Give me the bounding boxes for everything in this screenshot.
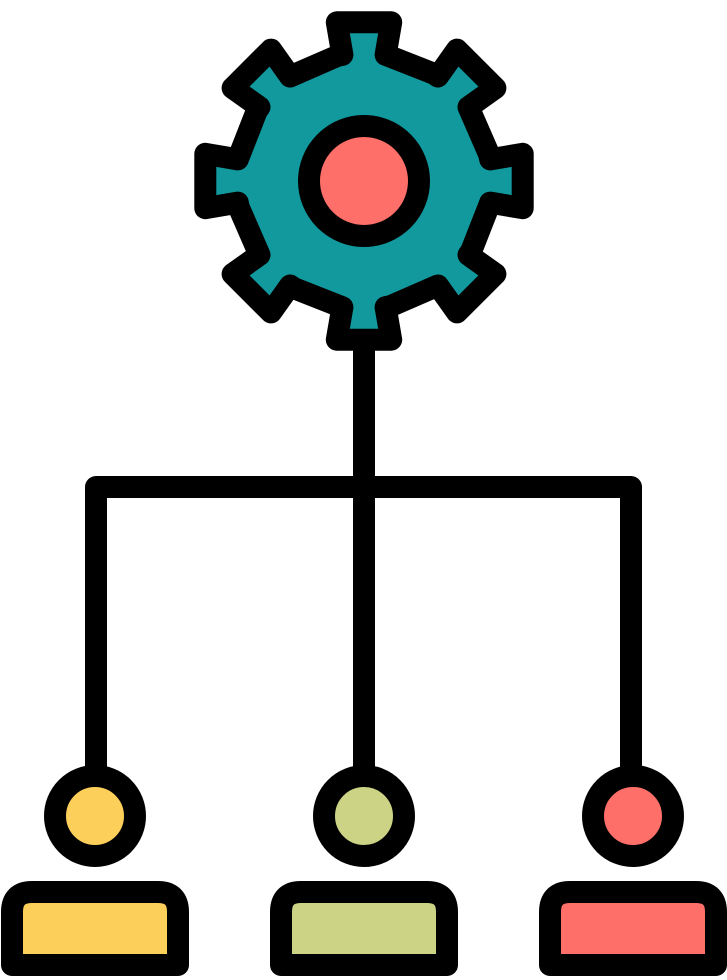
person-head — [313, 765, 415, 867]
person-body — [539, 881, 727, 976]
person-middle — [270, 765, 458, 976]
gear-icon — [194, 11, 534, 351]
person-head — [582, 765, 684, 867]
gear-center — [298, 115, 430, 247]
branch-line — [85, 476, 642, 786]
person-body — [1, 881, 189, 976]
person-left — [1, 765, 189, 976]
person-head — [44, 765, 146, 867]
person-body — [270, 881, 458, 976]
person-right — [539, 765, 727, 976]
connector-lines — [85, 334, 642, 786]
